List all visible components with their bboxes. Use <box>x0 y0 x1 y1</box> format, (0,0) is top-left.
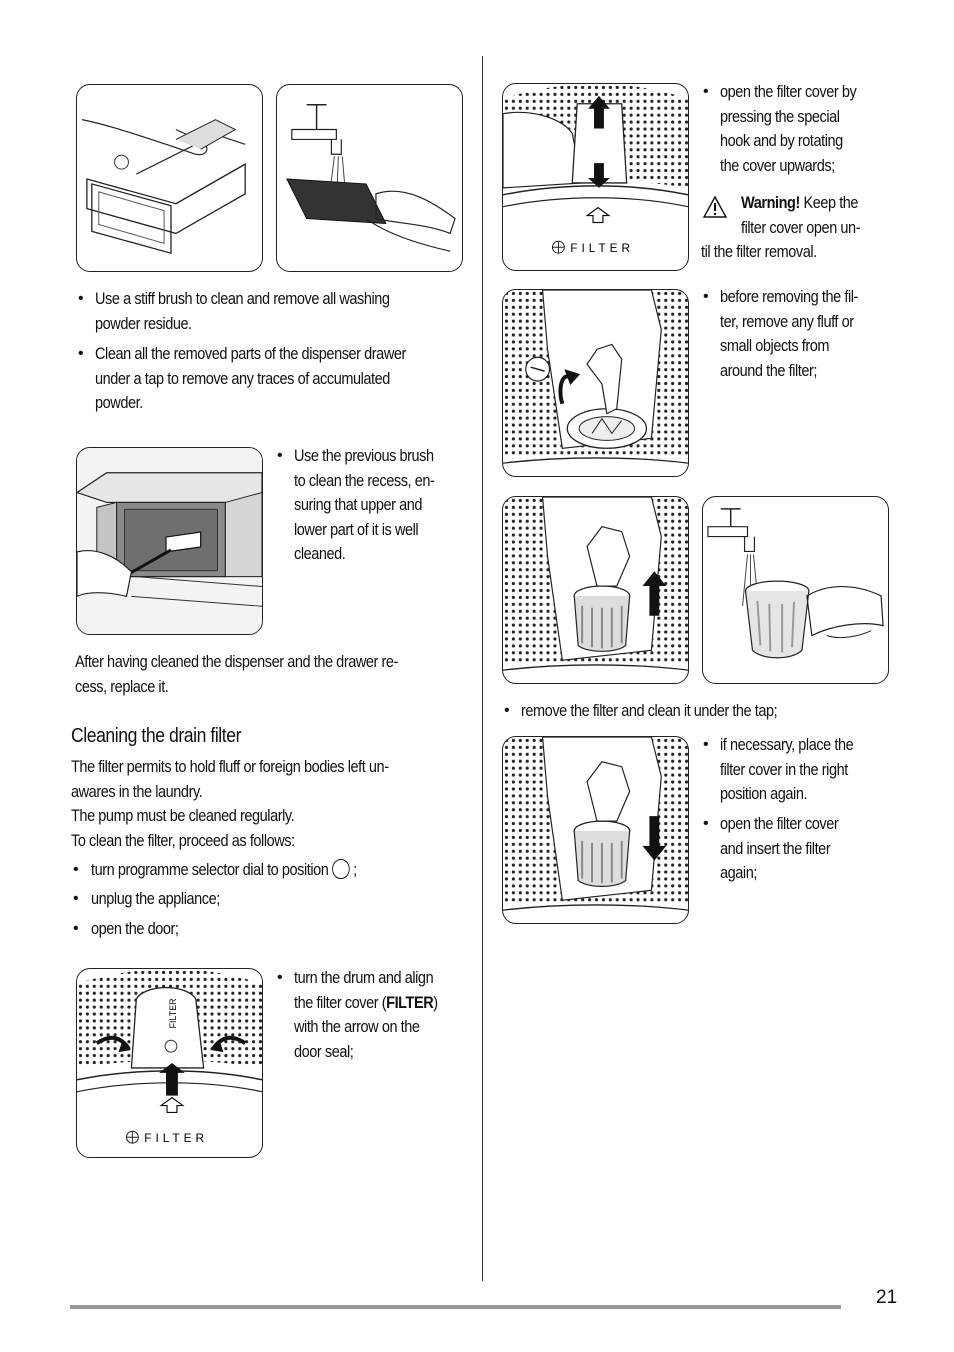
warning-label: Warning! <box>741 194 800 212</box>
text-line: The filter permits to hold fluff or fore… <box>71 758 389 776</box>
wash-filter-illustration <box>707 508 884 659</box>
replace-cover-bullet: if necessary, place the filter cover in … <box>720 733 854 807</box>
text-line: position again. <box>720 785 808 803</box>
text-line: around the filter; <box>720 361 818 380</box>
bullet-marker: • <box>73 890 79 907</box>
figure-remove-fluff <box>502 289 689 477</box>
text-line: filter cover in the right <box>720 760 848 779</box>
text-line: under a tap to remove any traces of accu… <box>95 369 390 388</box>
text-line: the filter cover (FILTER) <box>294 991 438 1016</box>
text-line: with the arrow on the <box>294 1018 420 1036</box>
dispenser-drawer-illustration <box>81 119 246 255</box>
bullet-marker: • <box>78 345 84 362</box>
figure-reinsert-filter <box>502 736 689 924</box>
text-line: cess, replace it. <box>75 677 169 696</box>
text-line: door seal; <box>294 1042 354 1061</box>
intro-paragraph: The filter permits to hold fluff or fore… <box>71 755 389 853</box>
remove-filter-bullet: remove the filter and clean it under the… <box>521 702 778 720</box>
text-line: powder residue. <box>95 314 192 333</box>
bullet-marker: • <box>703 83 709 100</box>
after-cleaning-paragraph: After having cleaned the dispenser and t… <box>75 650 398 699</box>
text-line: awares in the laundry. <box>71 782 203 801</box>
text-line: to clean the recess, en- <box>294 471 435 490</box>
text-line: suring that upper and <box>294 496 422 514</box>
text-line: the cover upwards; <box>720 156 835 175</box>
filter-cover-label: FILTER <box>168 998 178 1029</box>
text-line: powder. <box>95 394 143 412</box>
step-dial-punct: ; <box>353 861 357 879</box>
figure-wash-filter <box>702 496 889 684</box>
drawer-bullet-1: Use a stiff brush to clean and remove al… <box>95 287 390 336</box>
drawer-bullet-2: Clean all the removed parts of the dispe… <box>95 342 406 416</box>
warning-icon <box>702 195 728 218</box>
text-line: Use the previous brush <box>294 447 434 465</box>
footer-rule <box>70 1305 841 1309</box>
bullet-marker: • <box>504 702 510 719</box>
dial-off-icon <box>331 859 350 879</box>
filter-seal-label: FILTER <box>144 1131 208 1145</box>
section-heading: Cleaning the drain filter <box>71 725 242 747</box>
text-line: turn the drum and align <box>294 969 434 987</box>
column-divider <box>482 56 484 1281</box>
bullet-marker: • <box>277 969 283 986</box>
rinse-under-tap-illustration <box>286 104 456 252</box>
pull-out-filter-illustration <box>503 497 688 671</box>
text-line: before removing the fil- <box>720 288 858 306</box>
insert-filter-bullet: open the filter cover and insert the fil… <box>720 812 839 886</box>
step-dial-text: turn programme selector dial to position <box>91 861 329 879</box>
text-line: cleaned. <box>294 545 346 563</box>
open-filter-cover-illustration: FILTER <box>503 84 688 255</box>
align-text-before: the filter cover ( <box>294 993 387 1012</box>
text-line: and insert the filter <box>720 839 831 858</box>
text-line: After having cleaned the dispenser and t… <box>75 653 398 671</box>
bullet-marker: • <box>703 815 709 832</box>
open-cover-bullet: open the filter cover by pressing the sp… <box>720 80 857 178</box>
warning-text: Keep the <box>799 194 859 212</box>
bullet-marker: • <box>277 447 283 464</box>
warning-line-2: filter cover open un- <box>741 219 861 237</box>
text-line: Clean all the removed parts of the dispe… <box>95 345 406 363</box>
text-line: if necessary, place the <box>720 736 854 754</box>
align-text-after: ) <box>433 993 438 1012</box>
text-line: again; <box>720 864 757 882</box>
reinsert-filter-illustration <box>503 737 688 911</box>
align-bullet: turn the drum and align the filter cover… <box>294 966 438 1064</box>
recess-bullet: Use the previous brush to clean the rece… <box>294 444 435 567</box>
brush-recess-illustration <box>77 448 262 634</box>
text-line: pressing the special <box>720 107 840 126</box>
figure-open-filter-cover: FILTER <box>502 83 689 271</box>
step-unplug: unplug the appliance; <box>91 890 220 908</box>
bullet-marker: • <box>78 290 84 307</box>
figure-brush-recess <box>76 447 263 635</box>
text-line: lower part of it is well <box>294 520 419 539</box>
filter-seal-label: FILTER <box>570 241 634 255</box>
fluff-bullet: before removing the fil- ter, remove any… <box>720 285 858 383</box>
text-line: open the filter cover <box>720 815 839 833</box>
align-filter-illustration: FILTER FILTER <box>77 969 262 1145</box>
text-line: small objects from <box>720 337 830 355</box>
figure-pull-out-filter <box>502 496 689 684</box>
step-dial: turn programme selector dial to position… <box>91 858 357 883</box>
warning-line-1: Warning! Keep the <box>741 191 858 216</box>
bullet-marker: • <box>703 288 709 305</box>
text-line: Use a stiff brush to clean and remove al… <box>95 290 390 308</box>
warning-line-3: til the filter removal. <box>701 243 817 261</box>
text-line: The pump must be cleaned regularly. <box>71 807 295 825</box>
page-number: 21 <box>876 1287 898 1308</box>
bullet-marker: • <box>73 861 79 878</box>
figure-align-filter-cover: FILTER FILTER <box>76 968 263 1158</box>
filter-keyword: FILTER <box>386 993 434 1012</box>
bullet-marker: • <box>73 920 79 937</box>
figure-rinse-under-tap <box>276 84 463 272</box>
bullet-marker: • <box>703 736 709 753</box>
text-line: open the filter cover by <box>720 83 857 101</box>
text-line: ter, remove any fluff or <box>720 312 854 331</box>
text-line: hook and by rotating <box>720 132 843 150</box>
text-line: To clean the filter, proceed as follows: <box>71 831 295 850</box>
step-open-door: open the door; <box>91 920 179 938</box>
remove-fluff-illustration <box>503 290 688 464</box>
figure-dispenser-drawer <box>76 84 263 272</box>
